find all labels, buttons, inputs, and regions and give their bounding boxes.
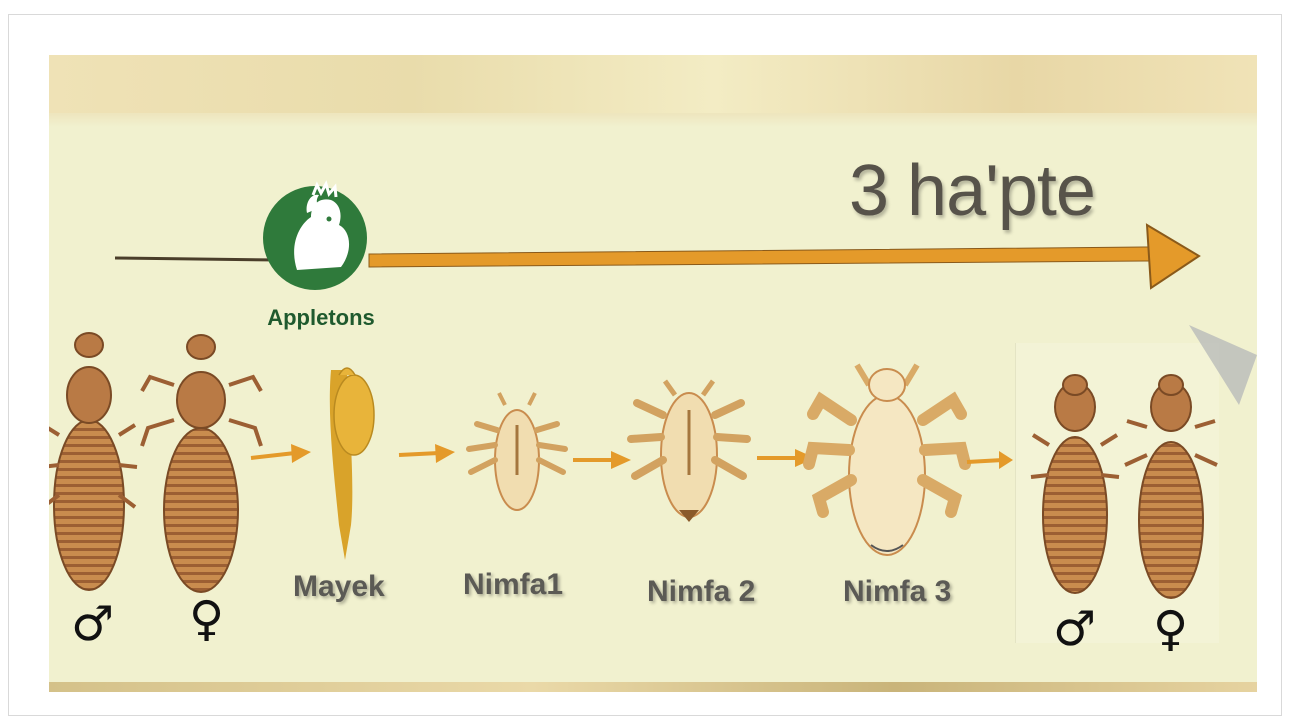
arrow-icon xyxy=(399,444,455,463)
stage-label-egg: Mayek xyxy=(293,570,385,604)
stage-label-nymph-1: Nimfa1 xyxy=(463,568,563,602)
nymph-2-icon xyxy=(631,381,747,522)
adult-female-louse-icon xyxy=(142,335,261,592)
stage-label-nymph-3: Nimfa 3 xyxy=(843,575,951,609)
stage-label-nymph-2: Nimfa 2 xyxy=(647,575,755,609)
arrow-icon xyxy=(573,451,631,469)
nymph-1-icon xyxy=(469,393,565,510)
appletons-logo: Appletons xyxy=(262,175,372,345)
female-symbol-icon: ♀ xyxy=(1153,605,1188,653)
nymph-3-icon xyxy=(809,365,965,555)
grey-shape xyxy=(1189,325,1257,405)
male-symbol-icon: ♂ xyxy=(1053,605,1096,653)
female-symbol-icon: ♀ xyxy=(189,595,224,643)
lice-lifecycle-diagram: 3 ha'pte Appletons Mayek Nimfa1 Nimfa 2 … xyxy=(49,55,1257,692)
arrow-icon xyxy=(967,451,1013,469)
male-symbol-icon: ♂ xyxy=(71,600,114,648)
duration-title: 3 ha'pte xyxy=(849,155,1095,227)
adult-female-louse-icon xyxy=(1125,375,1217,598)
adult-male-louse-icon xyxy=(1031,375,1119,593)
arrow-icon xyxy=(251,444,311,463)
adult-male-louse-icon xyxy=(49,333,137,590)
logo-text: Appletons xyxy=(262,305,380,331)
egg-icon xyxy=(330,368,374,560)
